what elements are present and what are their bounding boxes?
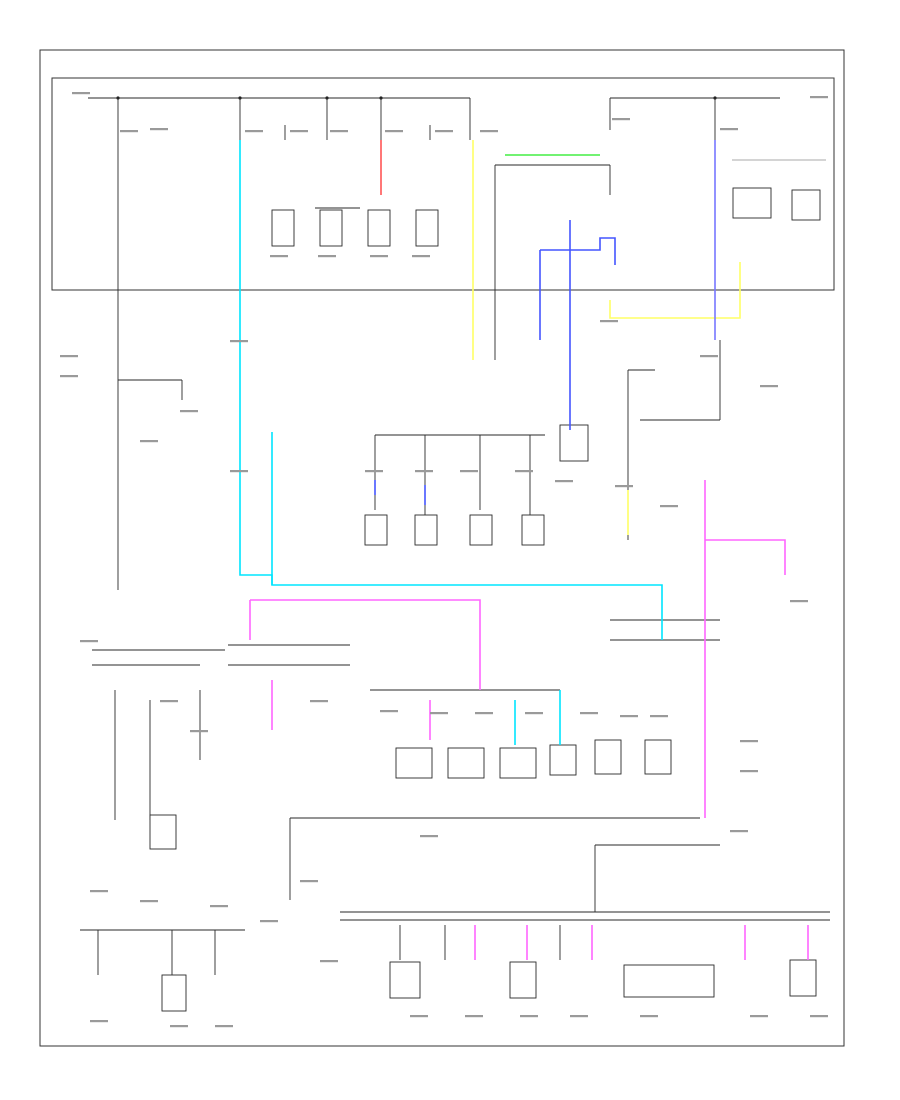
connector-label-mark — [612, 118, 630, 121]
connector-label-mark — [215, 1025, 233, 1028]
connector-label-mark — [525, 712, 543, 715]
connector-label-mark — [570, 1015, 588, 1018]
top-bus — [88, 96, 780, 100]
connector-label-mark — [580, 712, 598, 715]
connector-label-mark — [90, 1020, 108, 1023]
connector-label-mark — [370, 255, 388, 258]
connector-label-mark — [555, 480, 573, 483]
connector-label-mark — [435, 130, 453, 133]
connector-label-mark — [365, 470, 383, 473]
connector-label-mark — [520, 1015, 538, 1018]
connector-label-mark — [120, 130, 138, 133]
connector-label-mark — [320, 960, 338, 963]
connector-label-mark — [620, 715, 638, 718]
connector-label-mark — [740, 770, 758, 773]
connector-label-mark — [465, 1015, 483, 1018]
connector-label-mark — [475, 712, 493, 715]
connector-label-mark — [600, 320, 618, 323]
connector-label-mark — [700, 355, 718, 358]
fuse-box-frame — [51, 77, 835, 291]
connector-label-mark — [810, 1015, 828, 1018]
blue-wire — [540, 237, 616, 265]
connector-label-mark — [810, 96, 828, 99]
connector-label-mark — [480, 130, 498, 133]
connector-label-mark — [72, 92, 90, 95]
connector-label-mark — [60, 375, 78, 378]
connector-label-mark — [515, 470, 533, 473]
main-wiring — [80, 140, 830, 975]
connector-label-mark — [760, 385, 778, 388]
connector-label-mark — [170, 1025, 188, 1028]
connector-label-mark — [750, 1015, 768, 1018]
connector-label-mark — [640, 1015, 658, 1018]
connector-label-mark — [740, 740, 758, 743]
label-marks — [60, 92, 828, 1028]
connector-label-mark — [660, 505, 678, 508]
diagram-border — [39, 49, 845, 1047]
connector-label-mark — [410, 1015, 428, 1018]
connector-label-mark — [140, 440, 158, 443]
pink-wire — [705, 539, 786, 575]
lower-components — [149, 424, 817, 1012]
connector-label-mark — [730, 830, 748, 833]
connector-label-mark — [230, 340, 248, 343]
connector-label-mark — [380, 710, 398, 713]
connector-label-mark — [310, 700, 328, 703]
connector-label-mark — [412, 255, 430, 258]
connector-label-mark — [318, 255, 336, 258]
connector-label-mark — [650, 715, 668, 718]
connector-label-mark — [790, 600, 808, 603]
connector-label-mark — [190, 730, 208, 733]
connector-label-mark — [230, 470, 248, 473]
connector-label-mark — [385, 130, 403, 133]
connector-label-mark — [60, 355, 78, 358]
connector-label-mark — [720, 128, 738, 131]
yellow-wire — [609, 262, 741, 319]
fuse-box-components — [271, 159, 826, 247]
connector-label-mark — [460, 470, 478, 473]
connector-label-mark — [420, 835, 438, 838]
connector-label-mark — [245, 130, 263, 133]
connector-label-mark — [290, 130, 308, 133]
connector-label-mark — [615, 485, 633, 488]
connector-label-mark — [260, 920, 278, 923]
connector-label-mark — [300, 880, 318, 883]
connector-label-mark — [270, 255, 288, 258]
fuse-drops — [117, 98, 716, 140]
pink-wire — [250, 599, 481, 690]
connector-label-mark — [415, 470, 433, 473]
connector-label-mark — [430, 712, 448, 715]
connector-label-mark — [90, 890, 108, 893]
connector-label-mark — [180, 410, 198, 413]
connector-label-mark — [150, 128, 168, 131]
connector-label-mark — [140, 900, 158, 903]
connector-label-mark — [80, 640, 98, 643]
colored-wires — [239, 140, 809, 960]
connector-label-mark — [330, 130, 348, 133]
connector-label-mark — [210, 905, 228, 908]
connector-label-mark — [160, 700, 178, 703]
cyan-wire — [239, 140, 663, 640]
